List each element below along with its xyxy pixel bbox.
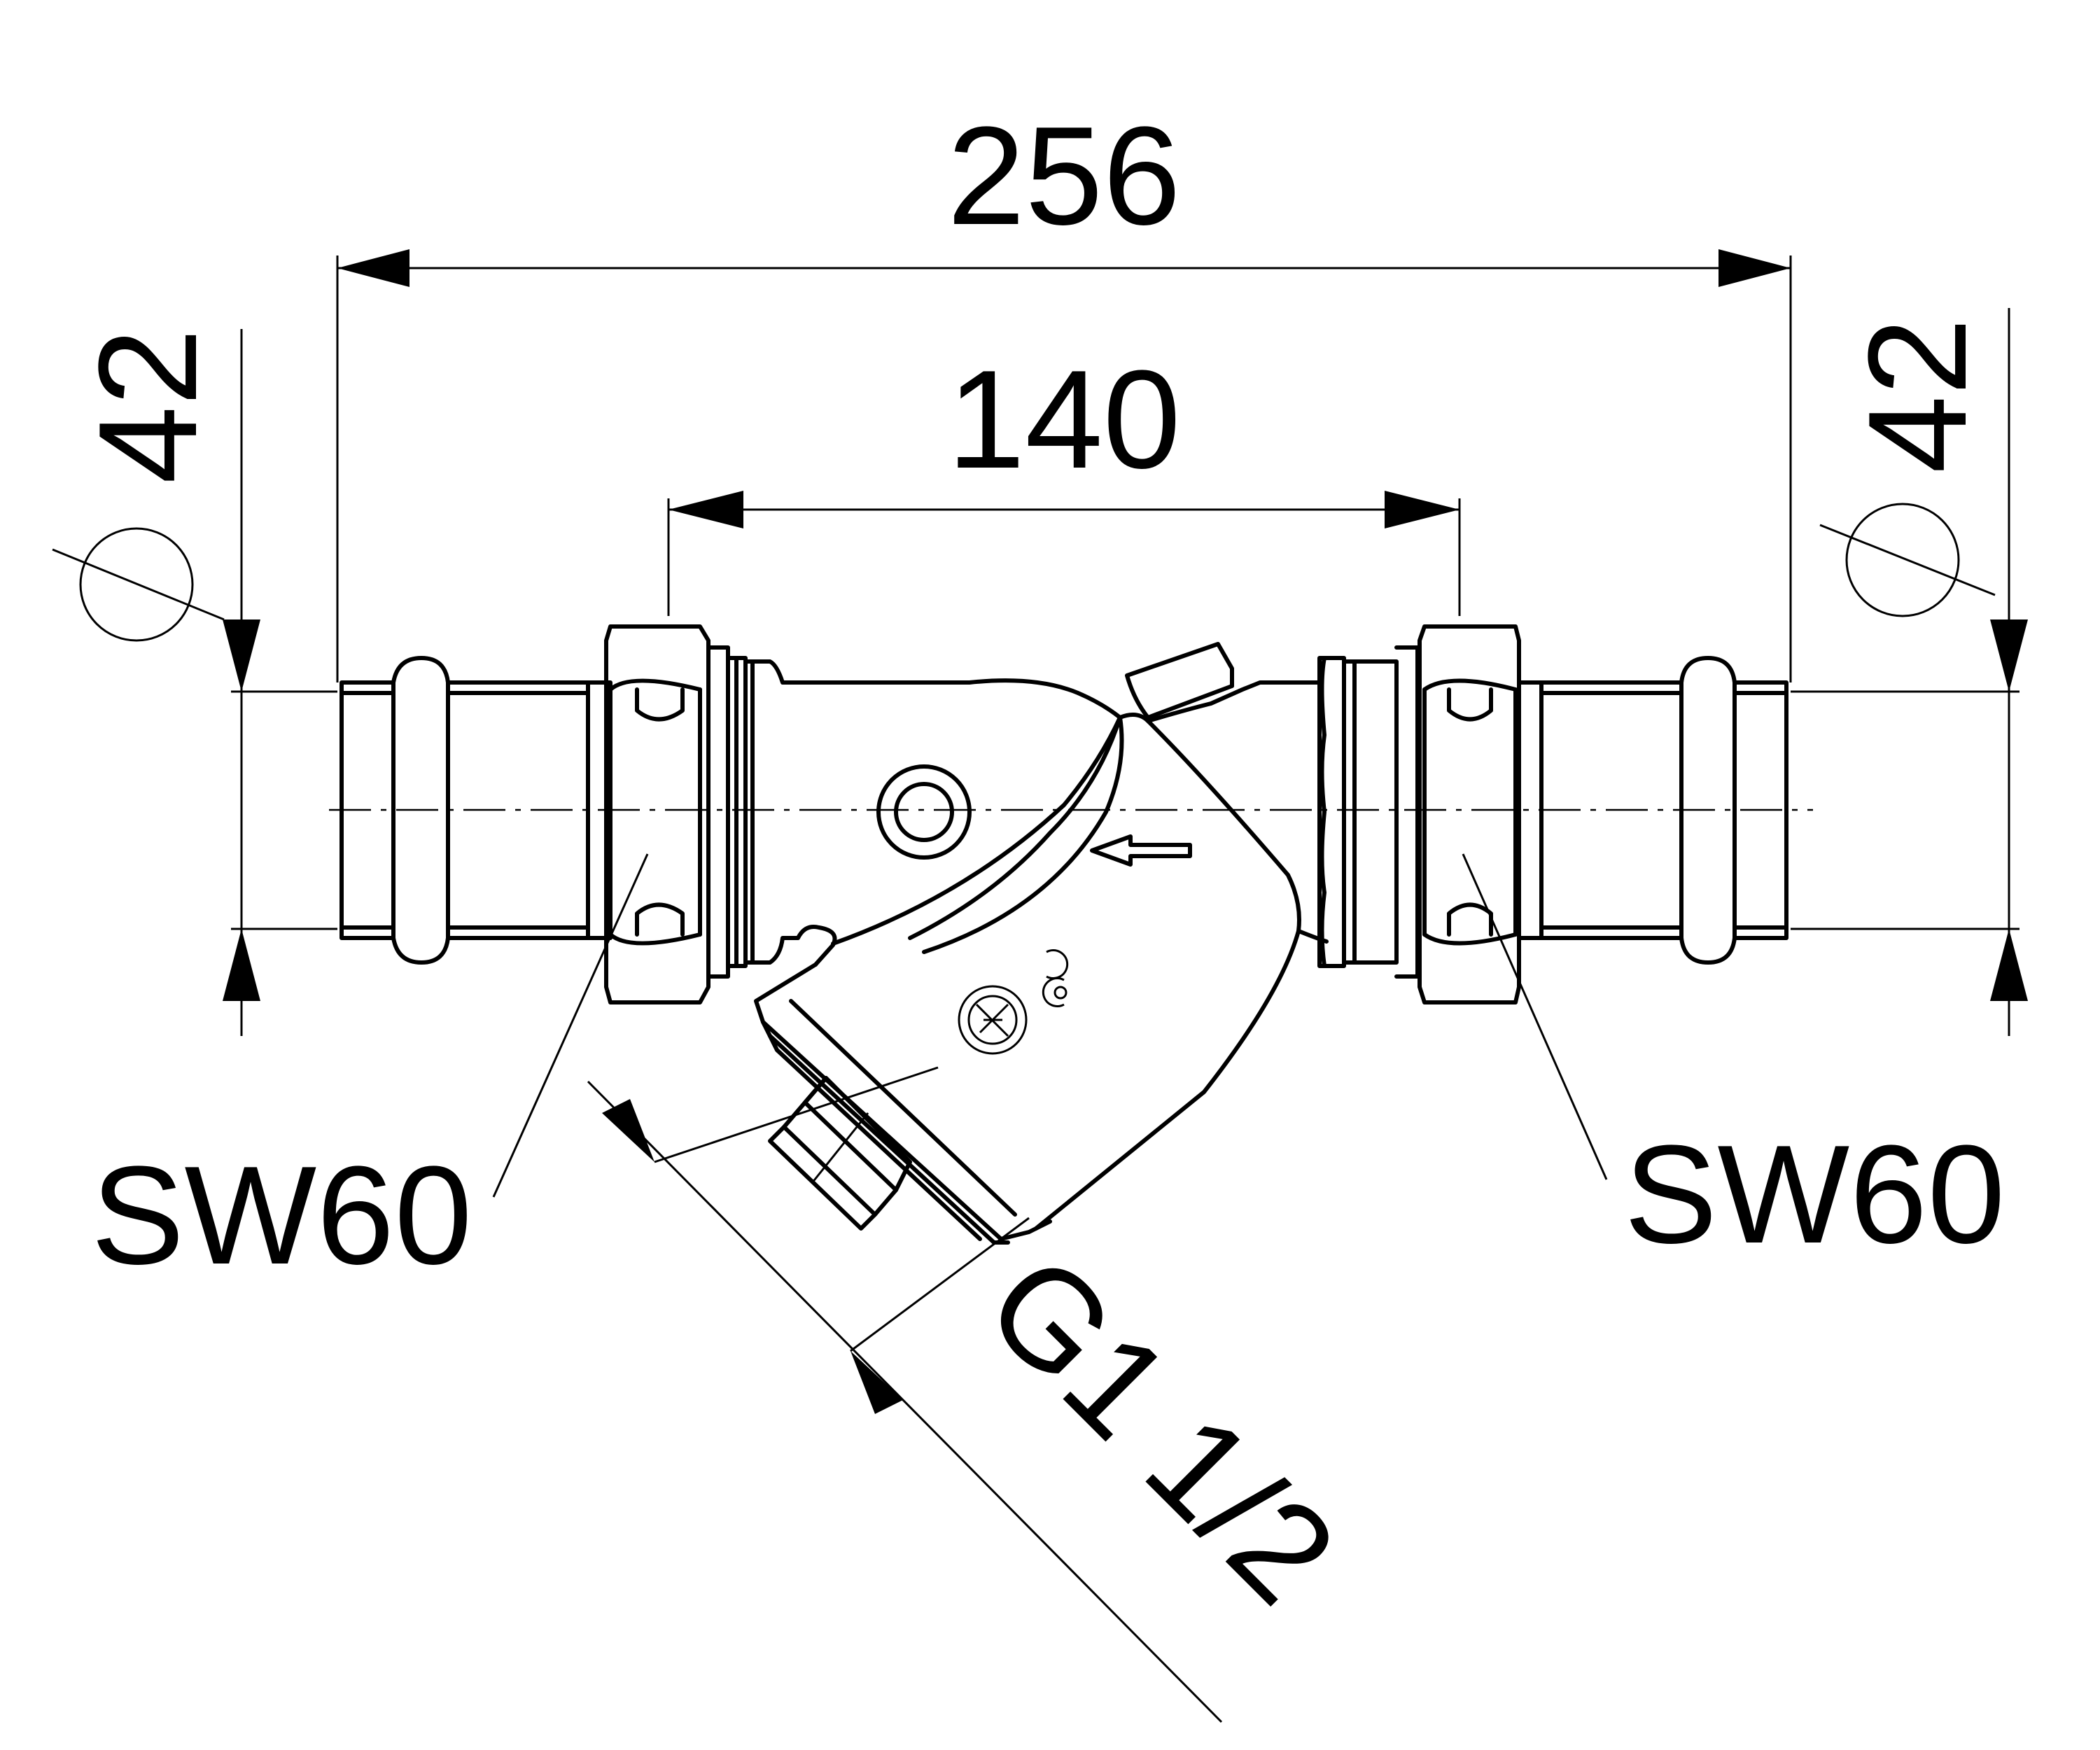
diameter-right-label: 42	[1840, 318, 1996, 473]
wrench-size-left-label: SW60	[91, 1138, 472, 1294]
wrench-size-right: SW60	[1462, 853, 2005, 1273]
wrench-size-right-label: SW60	[1624, 1116, 2005, 1273]
drain-thread-dimension: G1 1/2	[587, 1066, 1365, 1723]
right-press-fitting	[1517, 656, 1788, 965]
strainer-body	[750, 642, 1329, 1245]
inner-length-label: 140	[947, 342, 1181, 498]
port-boss	[876, 764, 972, 860]
left-press-fitting	[340, 656, 612, 965]
diameter-left-label: 42	[70, 328, 226, 484]
wrench-size-left: SW60	[91, 853, 649, 1294]
right-union-nut	[1307, 624, 1521, 1004]
inner-length-dimension: 140	[667, 342, 1461, 616]
diameter-icon	[1819, 503, 1996, 617]
certification-mark-icon	[958, 985, 1028, 1055]
overall-length-dimension: 256	[336, 98, 1792, 682]
diameter-right-dimension: 42	[1791, 308, 2028, 1036]
diameter-icon	[52, 527, 225, 642]
left-union-nut	[604, 624, 755, 1004]
drain-thread-label: G1 1/2	[957, 1225, 1364, 1632]
approval-mark-icon	[1042, 949, 1069, 1007]
overall-length-label: 256	[947, 98, 1181, 254]
flow-arrow-icon	[1090, 834, 1192, 867]
diameter-left-dimension: 42	[52, 328, 337, 1036]
